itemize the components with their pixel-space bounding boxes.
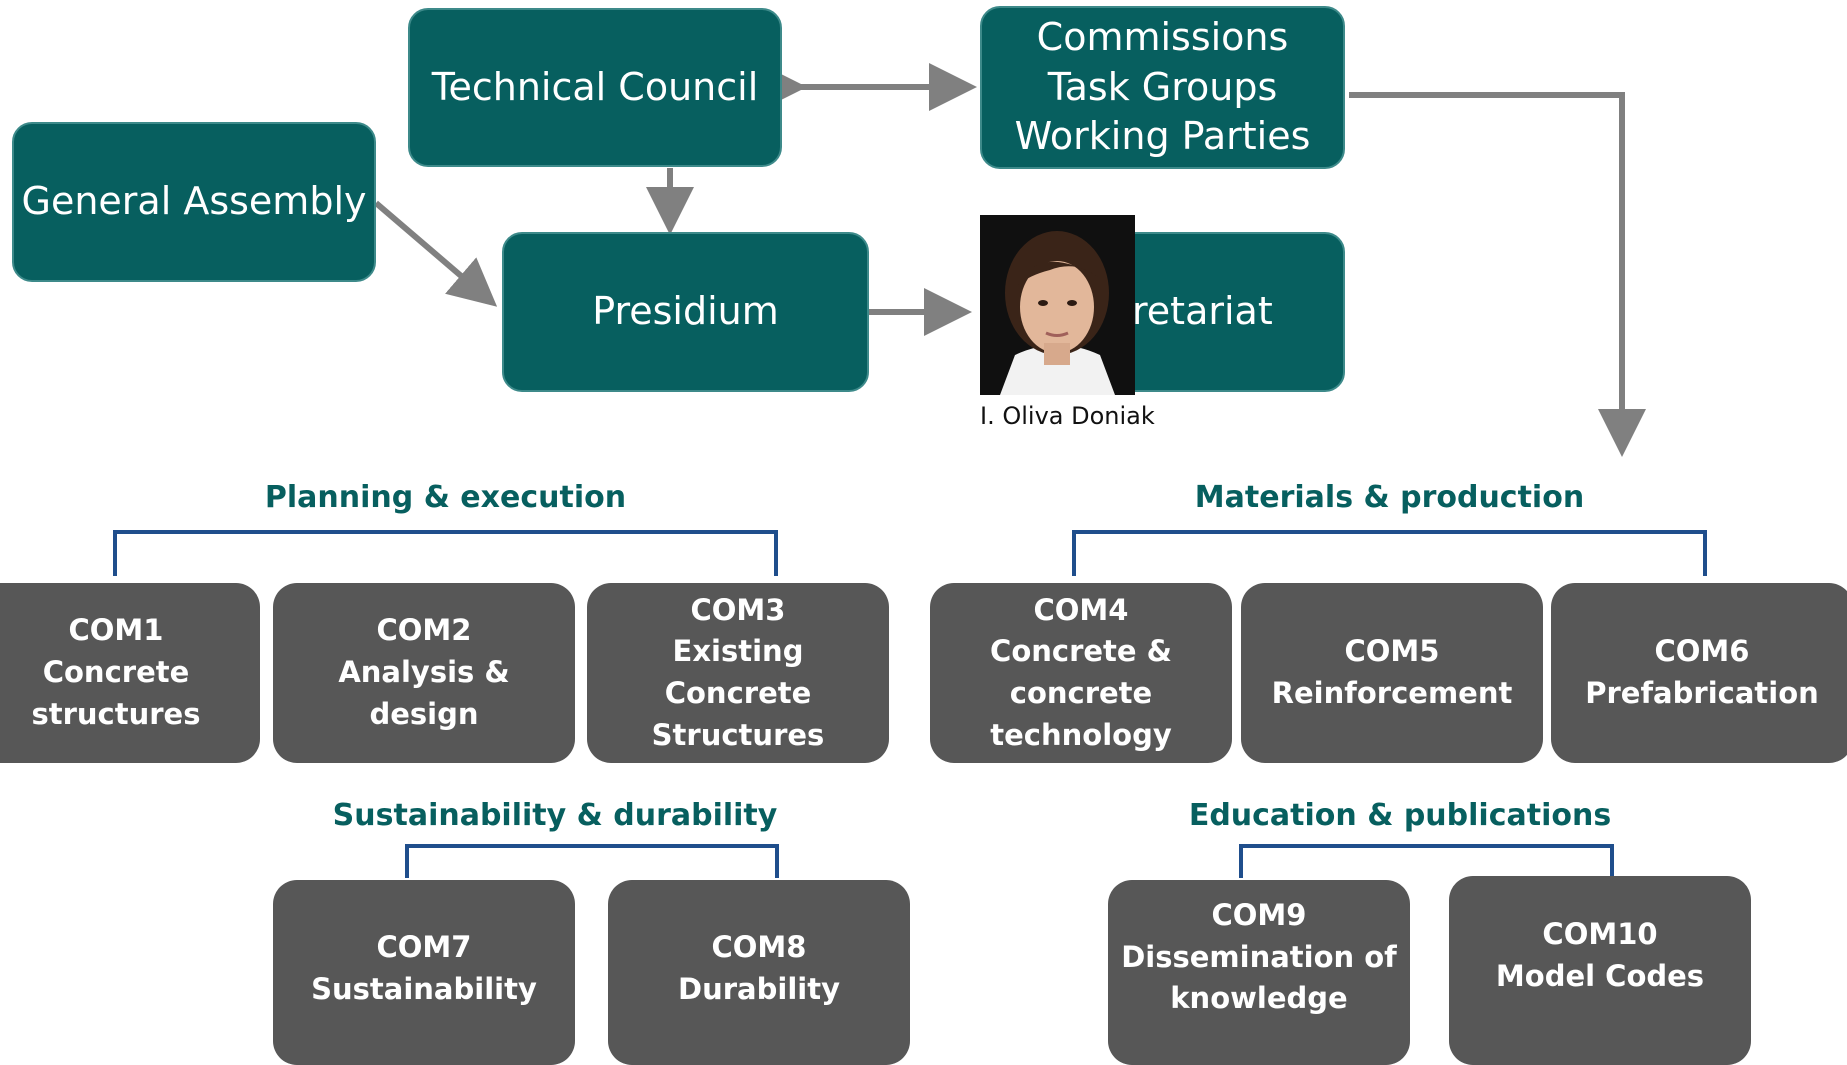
commission-title-line: Concrete &: [990, 634, 1172, 669]
portrait-image: [980, 215, 1135, 395]
commission-box-com1: COM1 Concrete structures: [0, 583, 260, 763]
group-title-sustainability: Sustainability & durability: [332, 798, 778, 833]
commission-title-line: Model Codes: [1495, 958, 1705, 993]
commission-code: COM3: [690, 592, 786, 627]
secretariat-label: retariat: [1132, 289, 1273, 334]
commission-box-com10: COM10 Model Codes: [1449, 876, 1751, 1065]
working-parties-label: Working Parties: [1014, 114, 1311, 159]
commission-code: COM6: [1654, 634, 1750, 669]
commission-title-line: Dissemination of: [1121, 939, 1397, 974]
commission-code: COM4: [1033, 592, 1129, 627]
commission-title-line: structures: [31, 696, 201, 731]
group-title-materials: Materials & production: [1194, 480, 1585, 515]
arrow-assembly-presidium: [374, 200, 498, 307]
commissions-box: Commissions Task Groups Working Parties: [980, 6, 1345, 169]
commission-box-com8: COM8 Durability: [608, 880, 910, 1065]
arrow-commissions-groups: [1349, 92, 1646, 457]
commission-code: COM8: [711, 929, 807, 964]
commission-box-com3: COM3 Existing Concrete Structures: [587, 583, 889, 763]
commission-title-line: Concrete: [42, 655, 190, 690]
commission-title-line: Durability: [678, 971, 840, 1006]
general-assembly-box: General Assembly: [12, 122, 376, 282]
task-groups-label: Task Groups: [1047, 64, 1278, 109]
commission-code: COM10: [1542, 916, 1658, 951]
commission-title-line: Sustainability: [311, 971, 537, 1006]
commission-box-com2: COM2 Analysis & design: [273, 583, 575, 763]
commission-title-line: Concrete: [664, 676, 812, 710]
bracket-planning: [113, 530, 778, 576]
technical-council-box: Technical Council: [408, 8, 782, 167]
group-title-planning: Planning & execution: [264, 480, 627, 515]
commissions-label: Commissions: [1036, 15, 1289, 60]
portrait-photo: [980, 215, 1135, 395]
commission-code: COM2: [376, 613, 472, 648]
presidium-label: Presidium: [592, 289, 779, 334]
commission-code: COM1: [68, 613, 164, 648]
commission-code: COM7: [376, 929, 472, 964]
group-title-education: Education & publications: [1188, 798, 1612, 833]
commission-title-line: Existing: [672, 634, 804, 669]
commission-code: COM9: [1211, 897, 1307, 932]
commission-title-line: Reinforcement: [1271, 676, 1513, 710]
bracket-materials: [1072, 530, 1707, 576]
bracket-sustainability: [405, 844, 779, 878]
commission-title-line: concrete: [1009, 676, 1153, 710]
commission-title-line: knowledge: [1170, 981, 1348, 1016]
commission-title-line: Analysis &: [338, 655, 510, 690]
commission-title-line: design: [369, 696, 479, 731]
commission-box-com9: COM9 Dissemination of knowledge: [1108, 880, 1410, 1065]
general-assembly-label: General Assembly: [21, 179, 367, 224]
commission-title-line: Prefabrication: [1585, 676, 1819, 710]
commission-box-com5: COM5 Reinforcement: [1241, 583, 1543, 763]
commission-box-com7: COM7 Sustainability: [273, 880, 575, 1065]
technical-council-label: Technical Council: [431, 64, 759, 109]
portrait-caption: I. Oliva Doniak: [980, 402, 1155, 430]
bracket-education: [1239, 844, 1614, 878]
presidium-box: Presidium: [502, 232, 869, 392]
commission-box-com6: COM6 Prefabrication: [1551, 583, 1847, 763]
commission-title-line: Structures: [651, 717, 825, 752]
commission-box-com4: COM4 Concrete & concrete technology: [930, 583, 1232, 763]
commission-title-line: technology: [990, 717, 1172, 752]
commission-code: COM5: [1344, 634, 1440, 669]
